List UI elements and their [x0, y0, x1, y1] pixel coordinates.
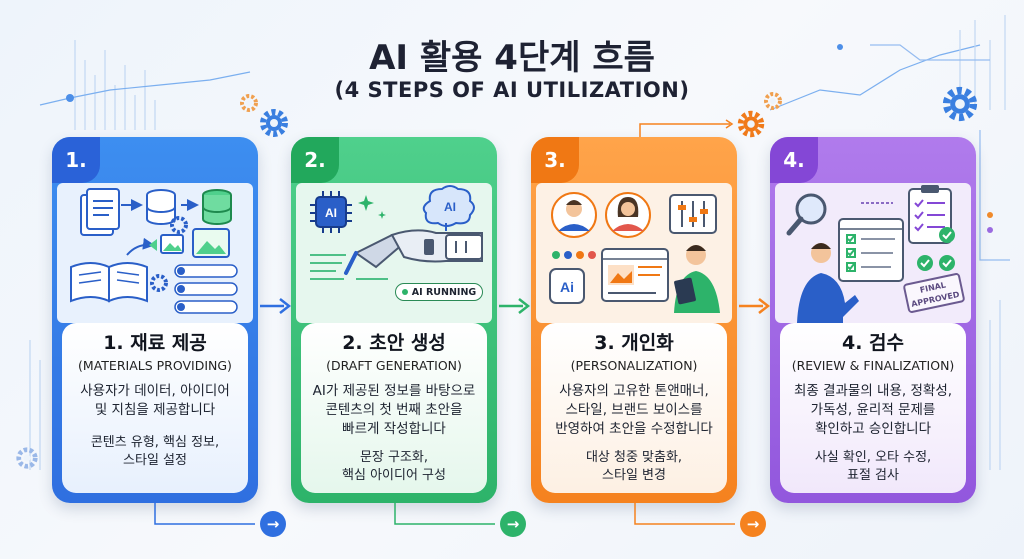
gear-icon — [764, 92, 782, 110]
ai-chip-icon: AI — [310, 191, 352, 233]
checklist-window-icon — [838, 218, 904, 282]
step-panel: 4. 검수 (REVIEW & FINALIZATION) 최종 결과물의 내용… — [780, 323, 966, 493]
next-step-button-3[interactable]: → — [740, 511, 766, 537]
sliders-icon — [669, 194, 717, 234]
ai-running-status: AI RUNNING — [395, 283, 483, 301]
step-card-1: 1. — [52, 137, 258, 503]
step-title: 2. 초안 생성 — [342, 332, 446, 354]
documents-icon — [80, 188, 120, 236]
step-description-line: 확인하고 승인합니다 — [814, 421, 932, 437]
step-details-line: 스타일 설정 — [123, 453, 187, 468]
step-description-line: 콘텐츠의 첫 번째 초안을 — [325, 402, 463, 418]
step-details-line: 대상 청중 맞춤화, — [585, 450, 683, 465]
top-connectors — [639, 119, 734, 137]
gear-icon — [737, 110, 765, 138]
step-illustration: Ai — [536, 183, 732, 323]
step-description: 최종 결과물의 내용, 정확성, 가독성, 윤리적 문제를 확인하고 승인합니다 — [780, 382, 966, 439]
ai-chip-label: AI — [325, 206, 337, 220]
user-input-icon — [174, 264, 238, 314]
ai-logo-icon: Ai — [549, 268, 585, 304]
step-english-title: (DRAFT GENERATION) — [326, 358, 462, 373]
page-title: AI 활용 4단계 흐름 — [369, 38, 655, 78]
step-panel: 3. 개인화 (PERSONALIZATION) 사용자의 고유한 톤앤매너, … — [541, 323, 727, 493]
clipboard-checklist-icon — [908, 185, 955, 244]
ai-logo-label: Ai — [560, 279, 574, 295]
gear-icon — [942, 86, 978, 122]
step-title: 3. 개인화 — [594, 332, 674, 354]
step-details-line: 스타일 변경 — [602, 468, 666, 483]
step-card-2: 2. AI AI — [291, 137, 497, 503]
step-badge: 2. — [291, 137, 339, 183]
step-details-line: 사실 확인, 오타 수정, — [814, 450, 932, 465]
person-tablet-icon — [674, 245, 720, 313]
check-badge-icon — [917, 255, 955, 271]
play-icon — [149, 239, 157, 251]
status-dot — [401, 289, 408, 295]
step-details: 대상 청중 맞춤화, 스타일 변경 — [541, 449, 727, 485]
database-icon — [202, 189, 232, 225]
gear-icon — [16, 447, 38, 469]
step-details-line: 콘텐츠 유형, 핵심 정보, — [90, 435, 220, 450]
step-description: 사용자의 고유한 톤앤매너, 스타일, 브랜드 보이스를 반영하여 초안을 수정… — [541, 382, 727, 439]
page-subtitle: (4 STEPS OF AI UTILIZATION) — [334, 78, 690, 102]
image-icon — [160, 228, 230, 258]
step-card-4: 4. — [770, 137, 976, 503]
magnifier-icon — [786, 193, 827, 236]
step-description: 사용자가 데이터, 아이디어 및 지침을 제공합니다 — [62, 382, 248, 420]
step-description-line: 최종 결과물의 내용, 정확성, — [793, 383, 953, 399]
step-illustration: FINAL APPROVED — [775, 183, 971, 323]
step-description-line: 스타일, 브랜드 보이스를 — [565, 402, 703, 418]
gear-icon — [260, 109, 288, 137]
step-badge: 1. — [52, 137, 100, 183]
step-details-line: 표절 검사 — [847, 468, 899, 483]
step-description-line: 가독성, 윤리적 문제를 — [810, 402, 936, 418]
color-dots — [552, 251, 596, 259]
step-details: 콘텐츠 유형, 핵심 정보, 스타일 설정 — [62, 434, 248, 470]
step-description-line: 반영하여 초안을 수정합니다 — [555, 421, 713, 437]
flow-arrow-icon — [260, 298, 292, 314]
person-icon — [797, 243, 859, 323]
flow-arrow-icon — [739, 298, 771, 314]
flow-arrow-icon — [499, 298, 531, 314]
ai-running-label: AI RUNNING — [411, 286, 477, 298]
step-card-3: 3. — [531, 137, 737, 503]
draft-text-lines — [310, 254, 346, 280]
step-description-line: AI가 제공된 정보를 바탕으로 — [312, 383, 476, 399]
step-description-line: 사용자가 데이터, 아이디어 — [80, 383, 230, 399]
step-english-title: (MATERIALS PROVIDING) — [78, 358, 232, 373]
book-icon — [70, 262, 148, 303]
step-illustration: AI AI — [296, 183, 492, 323]
step-badge: 4. — [770, 137, 818, 183]
step-details-line: 문장 구조화, — [359, 450, 429, 465]
gear-icon — [150, 274, 168, 292]
step-english-title: (REVIEW & FINALIZATION) — [791, 358, 955, 373]
step-title: 4. 검수 — [841, 332, 904, 354]
robot-hand-pen-icon — [344, 229, 483, 275]
gear-icon — [170, 216, 188, 234]
step-description-line: 빠르게 작성합니다 — [342, 421, 446, 437]
step-panel: 2. 초안 생성 (DRAFT GENERATION) AI가 제공된 정보를 … — [301, 323, 487, 493]
step-description: AI가 제공된 정보를 바탕으로 콘텐츠의 첫 번째 초안을 빠르게 작성합니다 — [301, 382, 487, 439]
next-step-button-1[interactable]: → — [260, 511, 286, 537]
step-english-title: (PERSONALIZATION) — [570, 358, 698, 373]
browser-window-icon — [601, 248, 669, 302]
female-avatar-icon — [605, 192, 651, 238]
step-badge: 3. — [531, 137, 579, 183]
database-icon — [146, 189, 176, 225]
sparkle-icon — [358, 195, 386, 219]
gear-icon — [240, 94, 258, 112]
ai-brain-icon: AI — [422, 185, 475, 231]
ai-brain-label: AI — [444, 200, 456, 214]
next-step-button-2[interactable]: → — [500, 511, 526, 537]
male-avatar-icon — [551, 192, 597, 238]
step-details-line: 핵심 아이디어 구성 — [342, 468, 446, 483]
step-title: 1. 재료 제공 — [103, 332, 207, 354]
step-description-line: 사용자의 고유한 톤앤매너, — [559, 383, 709, 399]
step-illustration — [57, 183, 253, 323]
step-details: 사실 확인, 오타 수정, 표절 검사 — [780, 449, 966, 485]
bottom-connectors — [154, 503, 735, 525]
step-panel: 1. 재료 제공 (MATERIALS PROVIDING) 사용자가 데이터,… — [62, 323, 248, 493]
step-details: 문장 구조화, 핵심 아이디어 구성 — [301, 449, 487, 485]
step-description-line: 및 지침을 제공합니다 — [94, 402, 216, 418]
